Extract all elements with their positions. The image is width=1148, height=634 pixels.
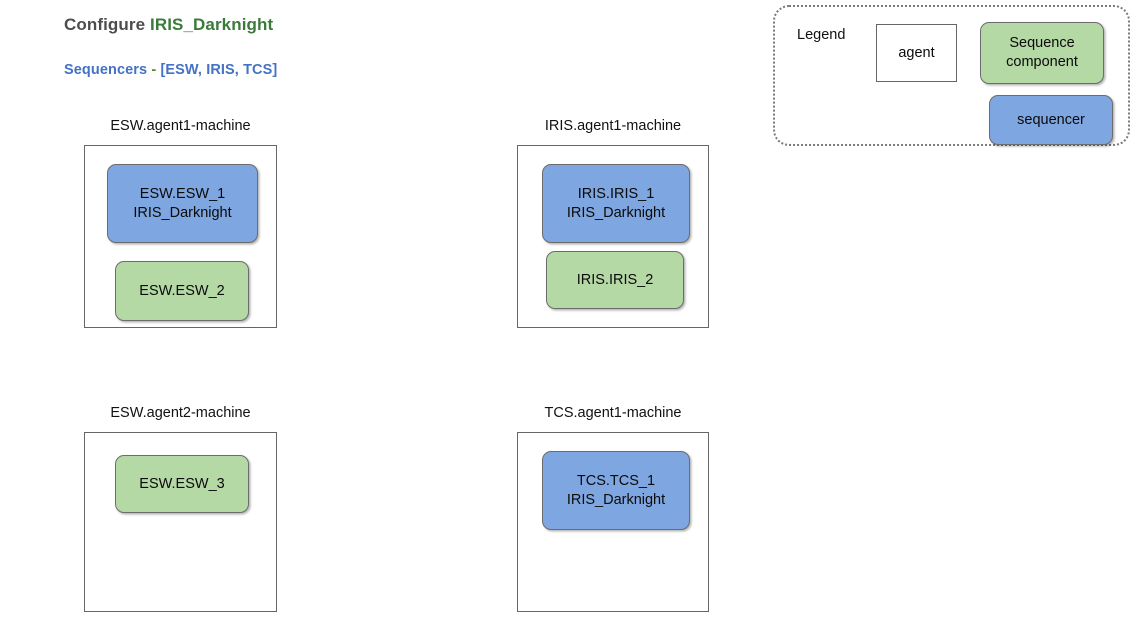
- machine-box[interactable]: ESW.ESW_3: [84, 432, 277, 612]
- legend-swatch-agent: agent: [876, 24, 957, 82]
- sequencers-separator: ,: [197, 62, 203, 78]
- sequencers-close-bracket: ]: [272, 62, 278, 78]
- legend-panel: Legend agent Sequence component sequence…: [773, 5, 1130, 146]
- legend-swatch-sequencer: sequencer: [989, 95, 1113, 145]
- node-label-line: TCS.TCS_1: [576, 472, 656, 489]
- sequencers-dash: -: [151, 62, 157, 78]
- node-label-line: IRIS.IRIS_2: [576, 271, 654, 288]
- node-label-line: ESW.ESW_3: [139, 475, 225, 492]
- machine-label: TCS.agent1-machine: [544, 405, 682, 421]
- sequencer-name-iris: IRIS: [206, 62, 235, 78]
- sequencers-label: Sequencers: [64, 62, 148, 78]
- sequencers-open-bracket: [: [160, 62, 166, 78]
- sequence-component-node[interactable]: ESW.ESW_2: [115, 261, 249, 321]
- node-label-line: IRIS.IRIS_1: [577, 185, 655, 202]
- legend-agent-label: agent: [898, 45, 935, 61]
- legend-sequence-component-label-line1: Sequence: [1009, 35, 1075, 51]
- page-title-accent: IRIS_Darknight: [150, 15, 274, 34]
- node-label-line: IRIS_Darknight: [566, 491, 666, 508]
- legend-swatch-sequence-component: Sequence component: [980, 22, 1104, 84]
- legend-sequencer-label: sequencer: [1017, 112, 1085, 128]
- node-label-line: IRIS_Darknight: [133, 204, 232, 221]
- machine-label: IRIS.agent1-machine: [544, 118, 682, 134]
- sequencer-name-tcs: TCS: [243, 62, 273, 78]
- page-title: Configure IRIS_Darknight: [64, 15, 273, 35]
- legend-title: Legend: [797, 27, 846, 43]
- sequencer-name-esw: ESW: [165, 62, 198, 78]
- node-label-line: IRIS_Darknight: [566, 204, 666, 221]
- sequence-component-node[interactable]: IRIS.IRIS_2: [546, 251, 684, 309]
- page-title-prefix: Configure: [64, 15, 146, 34]
- node-label-line: ESW.ESW_1: [139, 185, 226, 202]
- sequence-component-node[interactable]: ESW.ESW_3: [115, 455, 249, 513]
- machine-label: ESW.agent2-machine: [110, 405, 251, 421]
- sequencers-separator: ,: [234, 62, 239, 78]
- machine-label: ESW.agent1-machine: [110, 118, 251, 134]
- node-label-line: ESW.ESW_2: [139, 282, 225, 299]
- legend-sequence-component-label-line2: component: [1006, 54, 1078, 70]
- sequencers-summary: Sequencers - [ESW, IRIS, TCS]: [64, 62, 277, 78]
